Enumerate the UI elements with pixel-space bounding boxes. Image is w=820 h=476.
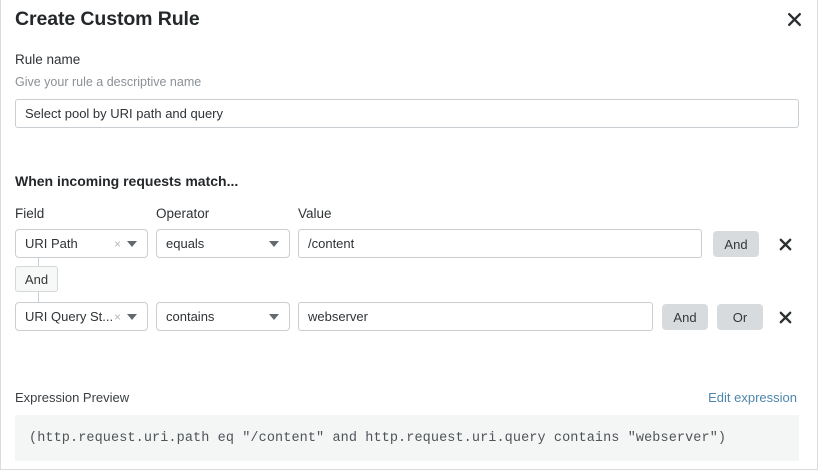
rule-name-input[interactable] [15, 99, 799, 128]
condition-field-value-2: URI Query St... [25, 309, 112, 324]
delete-condition-icon-1[interactable] [775, 234, 795, 254]
condition-and-button-1[interactable]: And [713, 231, 759, 257]
condition-or-button-2[interactable]: Or [717, 304, 763, 330]
condition-value-input-2[interactable] [298, 302, 653, 331]
condition-operator-select-2[interactable]: contains [156, 302, 290, 331]
connector-line-top [38, 258, 39, 267]
condition-operator-value-2: contains [166, 309, 215, 324]
connector-line-bottom [38, 292, 39, 302]
expression-preview-box: (http.request.uri.path eq "/content" and… [15, 415, 799, 461]
condition-field-select-2[interactable]: URI Query St... × [15, 302, 148, 331]
condition-value-input-1[interactable] [298, 229, 702, 258]
column-header-value: Value [298, 206, 332, 221]
condition-operator-value-1: equals [166, 236, 205, 251]
column-header-operator: Operator [156, 206, 210, 221]
condition-field-select-1[interactable]: URI Path × [15, 229, 148, 258]
clear-icon[interactable]: × [113, 236, 121, 251]
chevron-down-icon [127, 240, 137, 247]
chevron-down-icon [269, 240, 279, 247]
rule-name-hint: Give your rule a descriptive name [15, 75, 202, 89]
edit-expression-link[interactable]: Edit expression [708, 390, 797, 405]
close-icon[interactable] [781, 6, 807, 32]
expression-preview-label: Expression Preview [15, 390, 130, 405]
condition-operator-select-1[interactable]: equals [156, 229, 290, 258]
expression-preview-code: (http.request.uri.path eq "/content" and… [29, 430, 727, 446]
chevron-down-icon [127, 313, 137, 320]
condition-field-value-1: URI Path [25, 236, 78, 251]
delete-condition-icon-2[interactable] [775, 307, 795, 327]
chevron-down-icon [269, 313, 279, 320]
condition-connector-chip[interactable]: And [15, 266, 58, 292]
rule-name-label: Rule name [15, 52, 81, 67]
page-title: Create Custom Rule [15, 8, 200, 30]
conditions-heading: When incoming requests match... [15, 173, 239, 189]
clear-icon[interactable]: × [113, 309, 121, 324]
condition-and-button-2[interactable]: And [662, 304, 708, 330]
column-header-field: Field [15, 206, 45, 221]
